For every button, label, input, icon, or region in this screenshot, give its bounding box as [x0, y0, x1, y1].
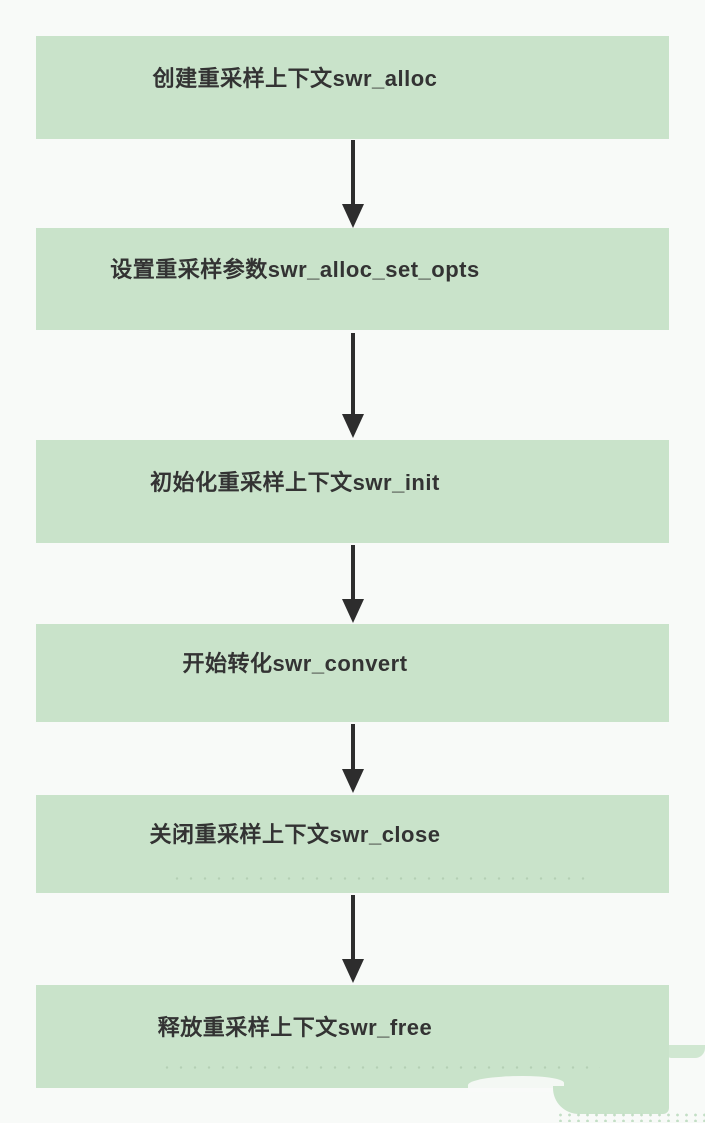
arrow-stem	[351, 140, 355, 204]
flow-step-label: 开始转化swr_convert	[182, 651, 408, 676]
flow-step-label: 设置重采样参数swr_alloc_set_opts	[110, 257, 480, 282]
flow-arrow-down-5	[341, 895, 365, 983]
arrow-down-icon	[342, 769, 364, 793]
flow-arrow-down-4	[341, 724, 365, 793]
arrow-down-icon	[342, 414, 364, 438]
flow-step-swr-close: 关闭重采样上下文swr_close	[36, 795, 669, 893]
watermark-smudge-speckles	[556, 1112, 705, 1122]
arrow-stem	[351, 333, 355, 414]
watermark-artifact-dots	[160, 1066, 600, 1069]
flow-step-swr-convert: 开始转化swr_convert	[36, 624, 669, 722]
watermark-artifact-dots	[170, 877, 590, 880]
flow-arrow-down-2	[341, 333, 365, 438]
flow-step-label: 关闭重采样上下文swr_close	[149, 822, 441, 847]
arrow-stem	[351, 724, 355, 769]
arrow-down-icon	[342, 204, 364, 228]
flow-step-swr-alloc: 创建重采样上下文swr_alloc	[36, 36, 669, 139]
flow-step-label: 创建重采样上下文swr_alloc	[152, 65, 438, 91]
flow-step-label: 释放重采样上下文swr_free	[157, 1014, 433, 1040]
arrow-down-icon	[342, 599, 364, 623]
flow-arrow-down-1	[341, 140, 365, 228]
watermark-smudge-white	[468, 1076, 564, 1092]
flow-step-swr-alloc-set-opts: 设置重采样参数swr_alloc_set_opts	[36, 228, 669, 330]
arrow-down-icon	[342, 959, 364, 983]
watermark-smudge-green-corner	[668, 1045, 705, 1058]
flow-step-label: 初始化重采样上下文swr_init	[150, 469, 440, 495]
watermark-smudge-green-tab	[553, 1086, 669, 1114]
flow-step-swr-init: 初始化重采样上下文swr_init	[36, 440, 669, 543]
arrow-stem	[351, 895, 355, 959]
flow-arrow-down-3	[341, 545, 365, 623]
flow-step-swr-free: 释放重采样上下文swr_free	[36, 985, 669, 1088]
arrow-stem	[351, 545, 355, 599]
